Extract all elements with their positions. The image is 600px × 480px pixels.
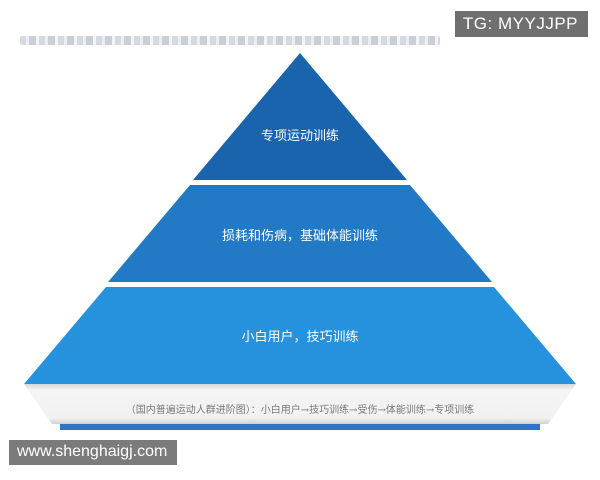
tier-bottom xyxy=(24,287,576,384)
watermark-bottom-left: www.shenghaigj.com xyxy=(9,440,178,465)
tier-middle xyxy=(108,185,492,282)
blurred-caption-line xyxy=(20,36,440,45)
pyramid-base-edge xyxy=(60,424,540,430)
base-caption: （国内普遍运动人群进阶图）：小白用户→技巧训练→受伤→体能训练→专项训练 xyxy=(126,403,475,416)
tier-middle-label: 损耗和伤病，基础体能训练 xyxy=(222,229,378,244)
tier-bottom-label: 小白用户，技巧训练 xyxy=(241,329,358,345)
pyramid-base xyxy=(24,384,576,424)
tier-top xyxy=(193,53,407,180)
tier-top-label: 专项运动训练 xyxy=(261,129,339,144)
watermark-top-right: TG: MYYJJPP xyxy=(454,11,588,37)
